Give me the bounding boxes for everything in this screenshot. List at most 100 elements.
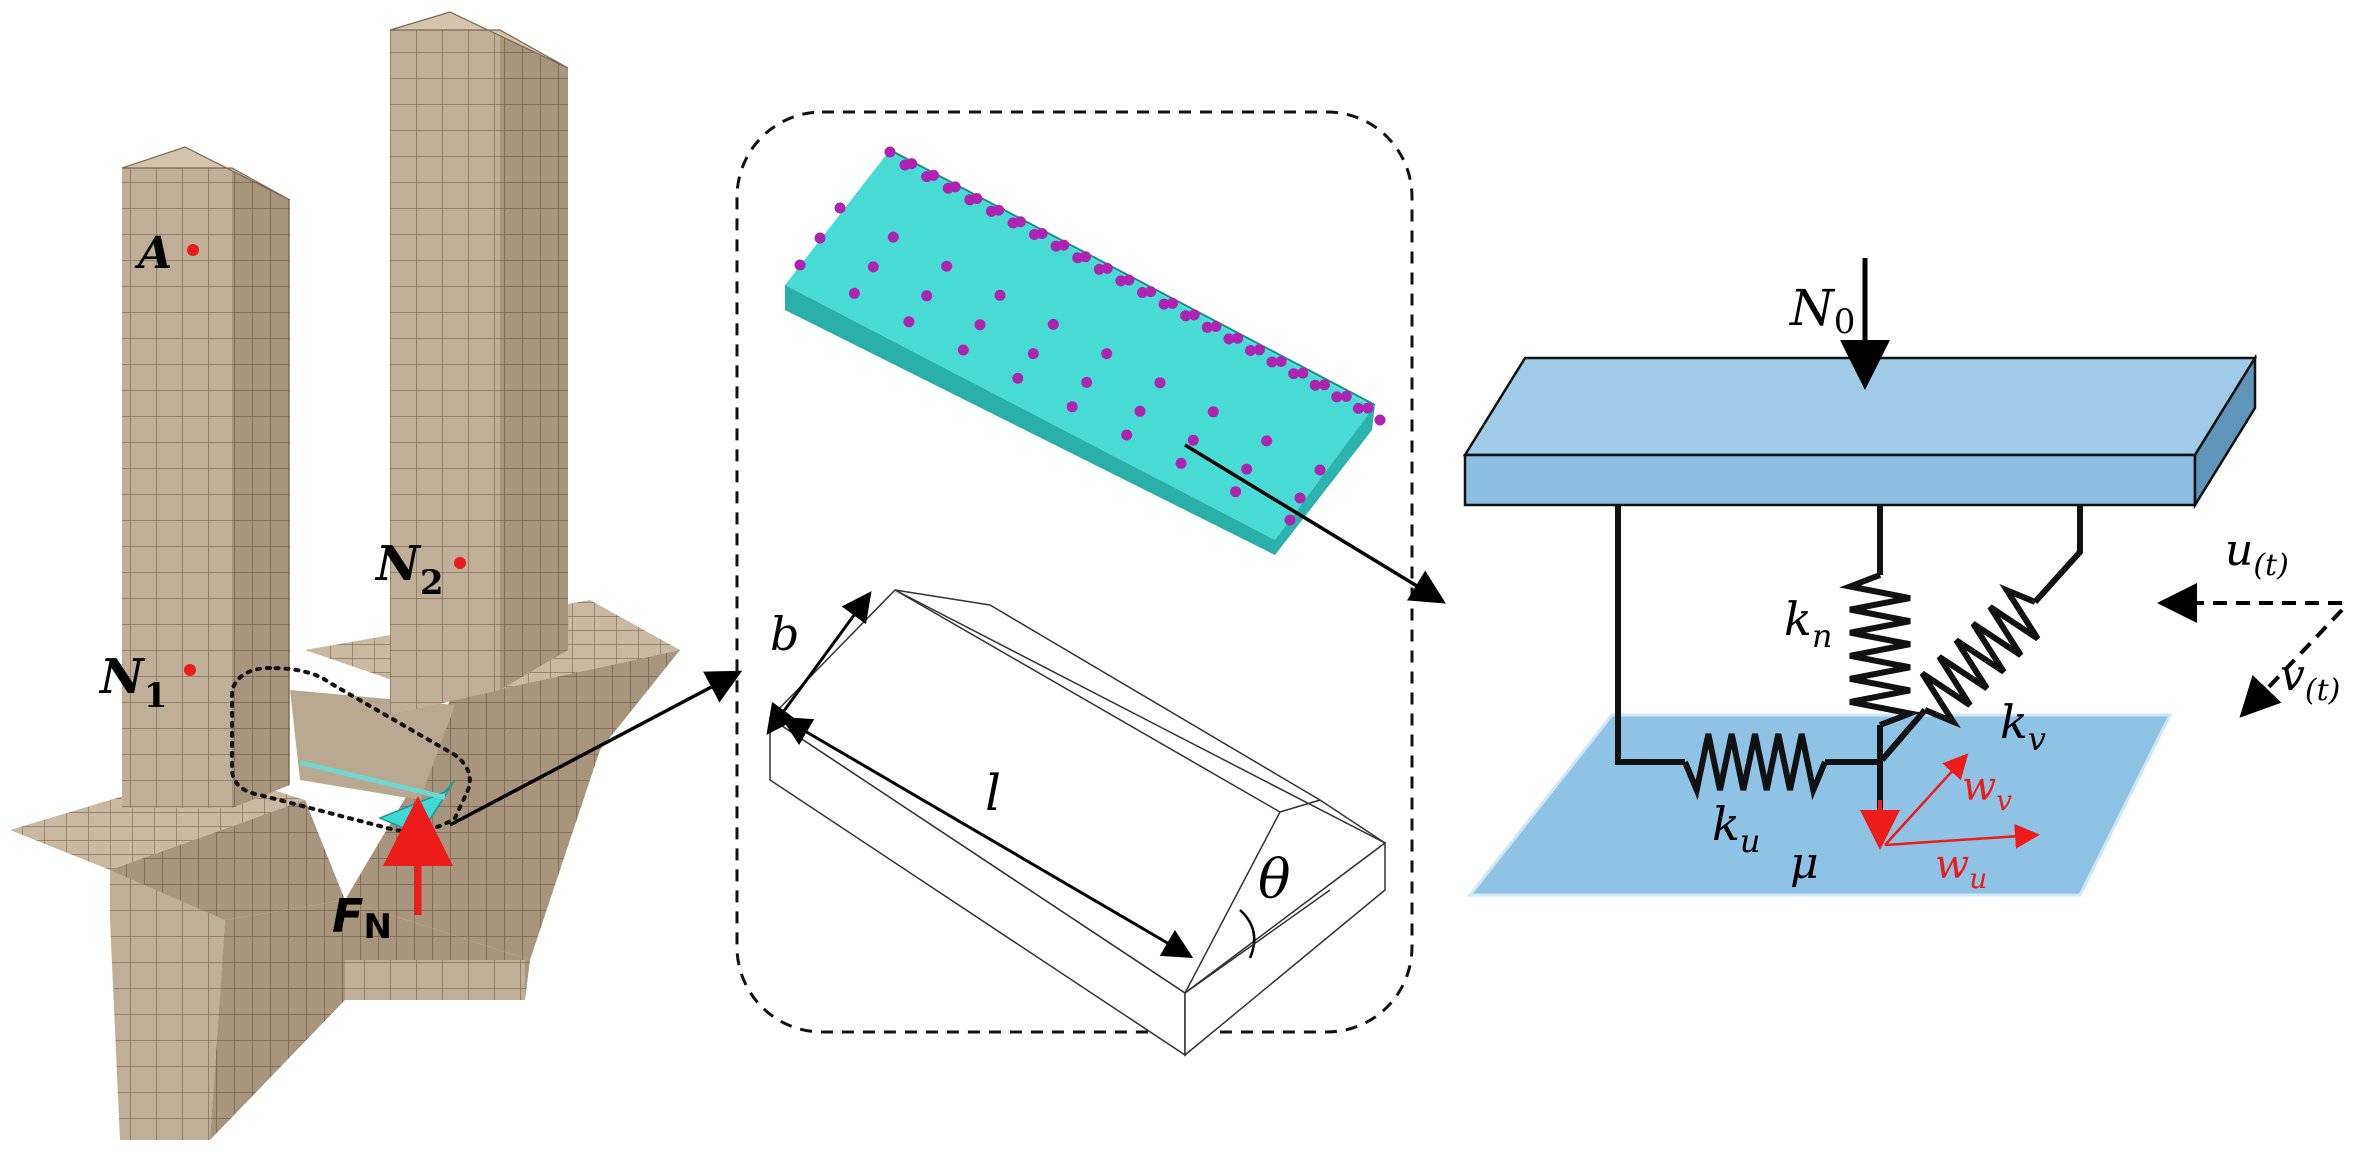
u-t-main: u <box>2225 525 2253 576</box>
mesh-node <box>1223 333 1235 345</box>
wedge-wireframe <box>768 589 1387 1057</box>
mesh-node <box>921 290 933 302</box>
mesh-node <box>1123 274 1135 286</box>
mesh-node <box>1232 332 1244 344</box>
mesh-node <box>1080 251 1091 263</box>
mesh-node <box>1101 348 1113 360</box>
wedge-mesh-model <box>785 146 1386 555</box>
mesh-node <box>1187 434 1199 446</box>
pointer-arrow-to-model <box>1184 443 1446 604</box>
mesh-node <box>1210 321 1222 332</box>
spring-ku <box>1682 733 1828 801</box>
angle-label: θ <box>1258 848 1291 911</box>
v-t-main: v <box>2280 650 2305 701</box>
v-t-label: v(t) <box>2280 650 2340 708</box>
mesh-node <box>1121 429 1133 441</box>
wv-sub: v <box>1996 784 2012 817</box>
pier-trunk-front <box>110 920 225 1140</box>
mesh-node <box>1180 310 1192 322</box>
kv-main: k <box>2000 695 2028 749</box>
mesh-node <box>971 193 983 204</box>
point-n1-label: N1 <box>98 649 168 716</box>
pier-cap-right-flare <box>345 650 680 960</box>
plate-front-face <box>1463 453 2197 507</box>
mesh-node <box>1309 379 1321 391</box>
mesh-node <box>848 287 860 299</box>
dim-l-arrow <box>780 716 1194 959</box>
point-n2-sub: 2 <box>420 563 444 603</box>
pier-trunk-right-front <box>345 960 525 1000</box>
mesh-node <box>1245 345 1256 356</box>
plate-side-face <box>2193 353 2257 510</box>
mesh-node <box>949 181 961 193</box>
mesh-node <box>1275 356 1287 367</box>
dim-b-arrow <box>766 591 872 735</box>
wv-main: w <box>1962 764 1996 810</box>
kv-bottom-link <box>1879 708 1928 762</box>
mesh-node <box>974 319 986 331</box>
wedge-nodes <box>794 146 1386 526</box>
wedge-detail-panel: b l θ <box>735 110 1446 1057</box>
kv-top-link <box>2032 505 2083 605</box>
spring-kv <box>1919 583 2041 729</box>
mesh-node <box>1134 405 1146 417</box>
mesh-node <box>1331 391 1343 403</box>
left-column-side <box>232 168 290 808</box>
mesh-node <box>1319 379 1330 391</box>
mesh-node <box>1066 401 1078 413</box>
mesh-node <box>1081 376 1093 388</box>
mesh-node <box>1207 406 1219 418</box>
point-n2-label: N2 <box>374 536 444 603</box>
load-main: N <box>1789 279 1836 337</box>
wedge-end-face <box>1275 405 1375 555</box>
spring-model-panel: N0 kn kv ku μ wv wu u(t) v(t) <box>1462 258 2344 897</box>
right-column-front <box>390 30 500 715</box>
wedge-seam <box>300 760 445 800</box>
point-a-marker <box>187 244 199 256</box>
mesh-node <box>1294 492 1306 504</box>
ku-sub: u <box>1740 822 1761 860</box>
mesh-node <box>1230 486 1242 498</box>
point-n2-marker <box>454 557 466 569</box>
angle-baseline <box>1184 889 1331 994</box>
v-t-sub: (t) <box>2305 673 2340 708</box>
u-t-sub: (t) <box>2253 548 2288 583</box>
mesh-node <box>1288 368 1300 380</box>
ku-main: k <box>1712 797 1740 851</box>
pier-cap-left-flare <box>110 800 345 920</box>
mesh-node <box>1253 344 1265 356</box>
load-label: N0 <box>1789 279 1855 342</box>
point-a-label: A <box>134 228 172 279</box>
mesh-node <box>884 146 896 158</box>
mesh-node <box>1101 262 1113 274</box>
left-column-top <box>121 146 291 201</box>
mesh-node <box>867 261 879 273</box>
angle-arc <box>1239 909 1256 959</box>
dim-b-label: b <box>770 607 799 661</box>
dim-l-label: l <box>985 764 1001 822</box>
mesh-node <box>814 232 826 244</box>
mesh-node <box>1145 286 1157 298</box>
wv-label: wv <box>1962 764 2012 817</box>
wu-main: w <box>1935 842 1969 888</box>
plate-top-face <box>1462 356 2258 457</box>
kv-sub: v <box>2028 720 2046 758</box>
mesh-node <box>1261 435 1273 447</box>
mesh-node <box>1241 463 1253 475</box>
u-t-label: u(t) <box>2225 525 2289 583</box>
mesh-node <box>906 158 918 170</box>
mesh-node <box>1188 309 1200 321</box>
mesh-node <box>993 204 1005 216</box>
mesh-node <box>994 289 1006 301</box>
mesh-node <box>928 169 939 181</box>
point-n1-sub: 1 <box>144 676 168 716</box>
wv-axis <box>1884 753 1969 846</box>
load-sub: 0 <box>1834 302 1856 342</box>
force-sub: N <box>363 907 391 947</box>
wedge-top-face <box>785 150 1375 540</box>
mesh-node <box>1284 514 1296 526</box>
right-column-top <box>389 11 569 69</box>
wu-sub: u <box>1969 862 1987 895</box>
point-n2-main: N <box>374 536 422 592</box>
mesh-node <box>1340 390 1352 402</box>
